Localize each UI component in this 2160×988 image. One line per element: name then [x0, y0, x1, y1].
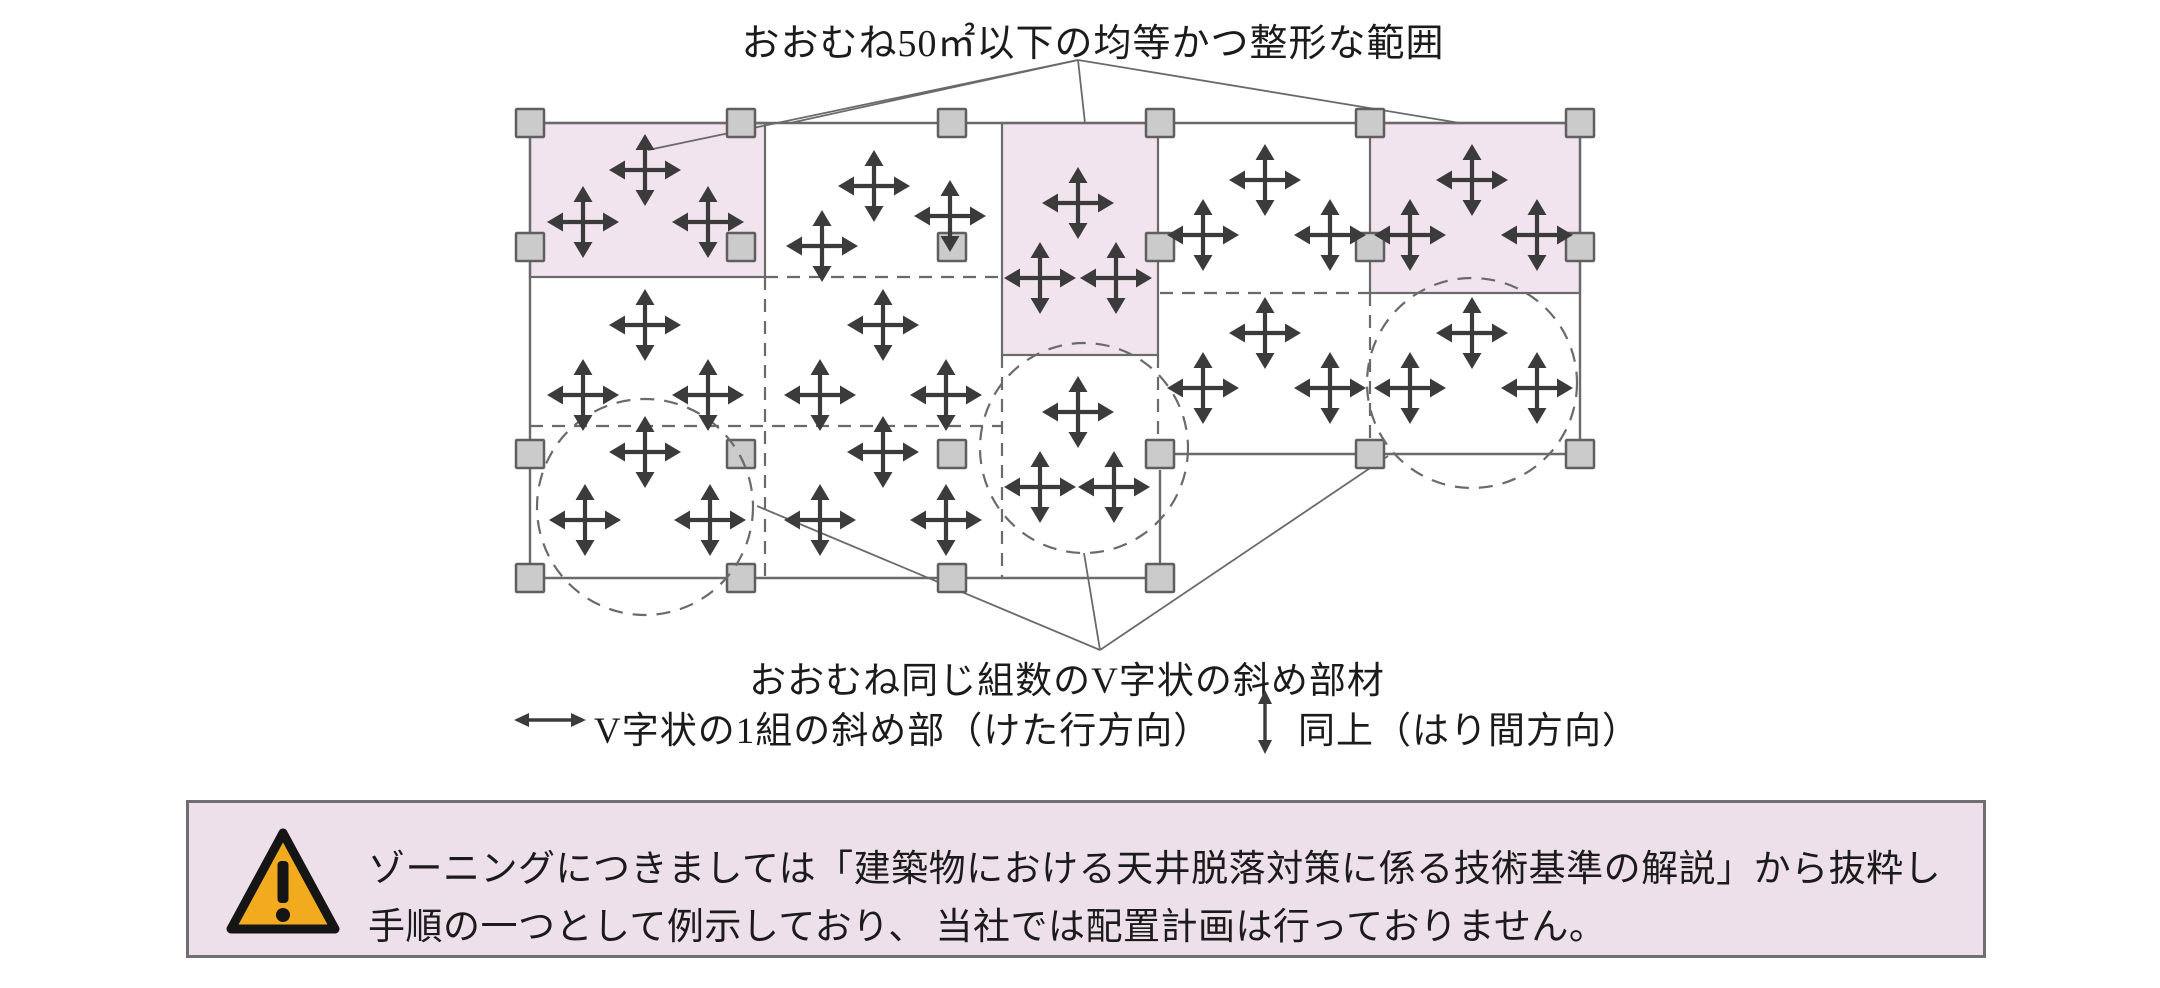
column-square — [1144, 231, 1176, 263]
move-arrow-icon — [784, 484, 856, 556]
legend-vertical-label: 同上（はり間方向） — [1298, 711, 1640, 752]
column-square — [936, 562, 968, 594]
move-arrow-icon — [910, 484, 982, 556]
move-arrow-icon — [910, 359, 982, 431]
legend-horizontal-label: V字状の1組の斜め部（けた行方向） — [594, 711, 1212, 752]
vertical-double-arrow-icon — [1258, 690, 1272, 754]
move-arrow-icon — [549, 484, 621, 556]
move-arrow-icon — [786, 210, 858, 282]
column-square — [725, 231, 757, 263]
column-square — [1144, 107, 1176, 139]
move-arrow-icon — [672, 359, 744, 431]
move-arrow-icon — [674, 484, 746, 556]
warning-icon — [226, 828, 340, 934]
move-arrow-icon — [1436, 297, 1508, 369]
column-square — [514, 231, 546, 263]
move-arrow-icon — [1042, 376, 1114, 448]
column-square — [1354, 231, 1386, 263]
label-leader-line — [1083, 552, 1101, 651]
horizontal-double-arrow-icon — [514, 713, 586, 727]
column-square — [514, 438, 546, 470]
column-square — [1564, 231, 1596, 263]
column-square — [725, 438, 757, 470]
column-square — [725, 107, 757, 139]
caption-same-sets: おおむね同じ組数のV字状の斜め部材 — [749, 661, 1385, 702]
move-arrow-icon — [1004, 451, 1076, 523]
label-leader-line — [1099, 455, 1389, 651]
move-arrow-icon — [1078, 451, 1150, 523]
pink-zone-cell — [1000, 121, 1160, 357]
move-arrow-icon — [784, 359, 856, 431]
column-square — [725, 562, 757, 594]
note-box — [186, 800, 1986, 958]
move-arrow-icon — [914, 180, 986, 252]
diagram-title: おおむね50㎡以下の均等かつ整形な範囲 — [741, 23, 1445, 65]
move-arrow-icon — [1167, 199, 1239, 271]
move-arrow-icon — [1229, 297, 1301, 369]
label-leader-line — [1077, 59, 1461, 124]
move-arrow-icon — [1374, 352, 1446, 424]
column-square — [1144, 438, 1176, 470]
move-arrow-icon — [1167, 352, 1239, 424]
label-leader-line — [789, 59, 1079, 124]
move-arrow-icon — [609, 289, 681, 361]
note-text-line2: 手順の一つとして例示しており、 当社では配置計画は行っておりません。 — [368, 907, 1607, 948]
zoning-ellipse — [1365, 276, 1579, 490]
move-arrow-icon — [847, 289, 919, 361]
column-square — [1354, 107, 1386, 139]
move-arrow-icon — [547, 359, 619, 431]
label-leader-line — [756, 505, 1101, 651]
move-arrow-icon — [1501, 352, 1573, 424]
column-square — [1564, 438, 1596, 470]
note-text-line1: ゾーニングにつきましては「建築物における天井脱落対策に係る技術基準の解説」から抜… — [368, 849, 1942, 890]
zoning-ellipse — [978, 341, 1190, 555]
column-square — [514, 562, 546, 594]
move-arrow-icon — [1229, 144, 1301, 216]
label-leader-line — [1077, 59, 1086, 124]
column-square — [936, 438, 968, 470]
move-arrow-icon — [838, 150, 910, 222]
column-square — [1564, 107, 1596, 139]
column-square — [936, 107, 968, 139]
column-square — [1144, 562, 1176, 594]
column-square — [1354, 438, 1386, 470]
zoning-ellipse — [535, 397, 755, 617]
move-arrow-icon — [1294, 352, 1366, 424]
column-square — [514, 107, 546, 139]
